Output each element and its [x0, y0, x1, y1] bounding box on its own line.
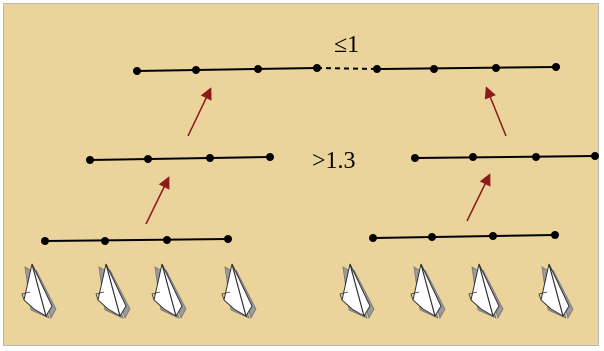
paper-airplane-icon	[339, 263, 375, 319]
middle-node	[591, 152, 599, 160]
paper-airplane-icon	[221, 263, 257, 319]
top-node	[430, 65, 438, 73]
bottom-node	[551, 231, 559, 239]
paper-airplane-icon	[468, 263, 504, 319]
paper-airplane-icon	[410, 263, 446, 319]
bottom-tier	[41, 231, 559, 245]
bottom-node	[428, 233, 436, 241]
top-left-line	[136, 67, 318, 72]
arrow-left-upper	[187, 87, 212, 137]
bottom-node	[163, 236, 171, 244]
arrow-left-lower	[145, 176, 170, 225]
paper-airplane-icon	[21, 263, 57, 319]
top-node	[192, 66, 200, 74]
bottom-node	[41, 237, 49, 245]
top-node	[313, 64, 321, 72]
middle-node	[411, 154, 419, 162]
paper-airplane-icon	[538, 263, 574, 319]
middle-node	[86, 156, 94, 164]
top-node	[133, 67, 141, 75]
arrows	[145, 86, 507, 225]
bottom-node	[489, 232, 497, 240]
label-middle: >1.3	[312, 148, 356, 174]
middle-node	[266, 153, 274, 161]
label-top: ≤1	[334, 32, 359, 58]
middle-node	[532, 153, 540, 161]
middle-node	[144, 155, 152, 163]
middle-node	[206, 154, 214, 162]
top-right-line	[376, 66, 557, 70]
middle-tier	[86, 152, 599, 164]
top-node	[552, 63, 560, 71]
bottom-node	[369, 234, 377, 242]
top-node	[254, 65, 262, 73]
paper-airplane-icon	[151, 263, 187, 319]
arrow-right-lower	[466, 173, 491, 222]
middle-node	[469, 153, 477, 161]
paper-airplane-icon	[95, 263, 131, 319]
bottom-node	[101, 237, 109, 245]
top-node	[492, 64, 500, 72]
bottom-right-line	[372, 234, 556, 239]
top-tier	[133, 63, 560, 75]
bottom-left-line	[44, 238, 229, 242]
arrow-right-upper	[484, 86, 507, 137]
middle-right-line	[414, 155, 596, 159]
top-node	[373, 65, 381, 73]
top-dashed-gap	[316, 67, 378, 70]
bottom-node	[224, 235, 232, 243]
paper-airplanes	[21, 263, 574, 319]
middle-left-line	[89, 156, 271, 161]
